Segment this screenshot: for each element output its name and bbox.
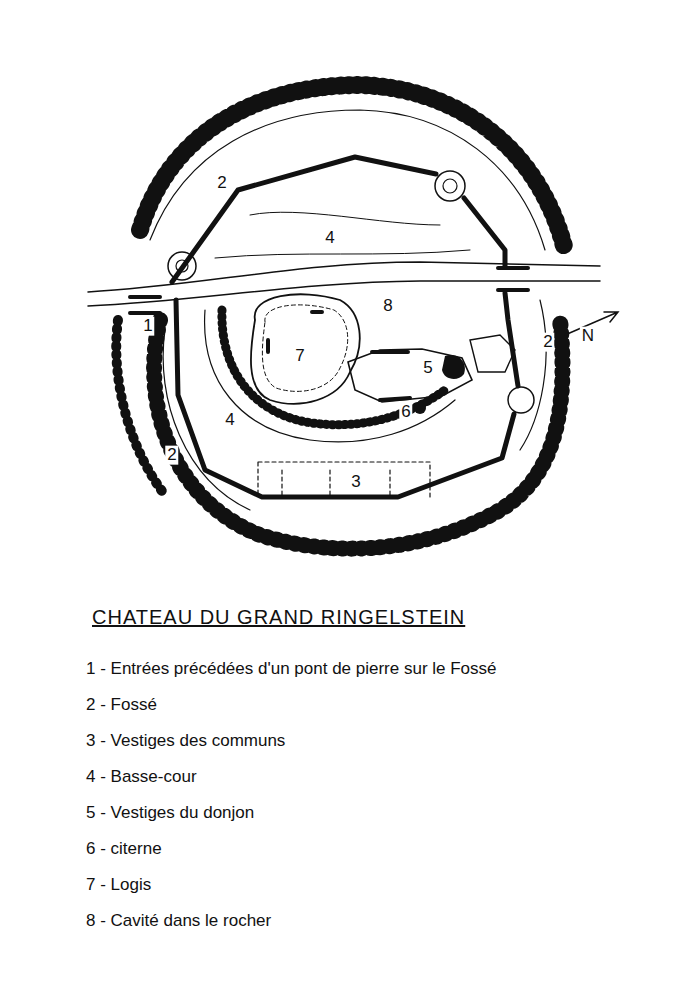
tower	[443, 179, 457, 193]
tower	[168, 252, 196, 280]
plan-title: CHATEAU DU GRAND RINGELSTEIN	[92, 606, 465, 629]
callout-number: 8	[381, 297, 394, 316]
callout-number: 7	[293, 347, 306, 366]
callout-number: 5	[421, 359, 434, 378]
callout-number: 6	[399, 403, 412, 422]
scarp	[205, 310, 455, 442]
curtain-wall	[176, 293, 518, 497]
callout-number: 2	[165, 446, 178, 465]
curtain-wall	[172, 157, 505, 282]
legend-line: 8 - Cavité dans le rocher	[84, 912, 273, 931]
legend-line: 6 - citerne	[84, 840, 164, 859]
gate-bar	[130, 268, 528, 313]
legend-line: 2 - Fossé	[84, 696, 159, 715]
callout-number: N	[580, 327, 596, 346]
callout-number: 2	[541, 333, 554, 352]
donjon-outline	[348, 349, 472, 402]
legend-line: 5 - Vestiges du donjon	[84, 804, 256, 823]
moat-edge	[520, 300, 546, 450]
callout-number: 1	[141, 317, 154, 336]
donjon-remains	[442, 355, 465, 379]
legend-line: 7 - Logis	[84, 876, 153, 895]
rock-outline	[470, 335, 515, 372]
commons-trace	[258, 462, 430, 497]
legend-line: 4 - Basse-cour	[84, 768, 199, 787]
callout-number: 4	[223, 411, 236, 430]
contour	[250, 212, 440, 225]
tower	[508, 387, 534, 413]
tower	[176, 260, 188, 272]
logis-outline	[251, 294, 360, 403]
cistern-mark	[414, 402, 426, 414]
tower	[435, 171, 465, 201]
contour	[215, 250, 470, 258]
legend-line: 3 - Vestiges des communs	[84, 732, 287, 751]
moat-hachure	[116, 320, 165, 495]
legend-line: 1 - Entrées précédées d'un pont de pierr…	[84, 660, 499, 679]
callout-number: 3	[349, 473, 362, 492]
moat-hachure	[140, 85, 565, 250]
callout-number: 4	[323, 229, 336, 248]
logis-inner	[262, 305, 347, 392]
callout-number: 2	[215, 174, 228, 193]
scarp-hachure	[222, 310, 445, 425]
wall-fragment	[372, 352, 410, 400]
